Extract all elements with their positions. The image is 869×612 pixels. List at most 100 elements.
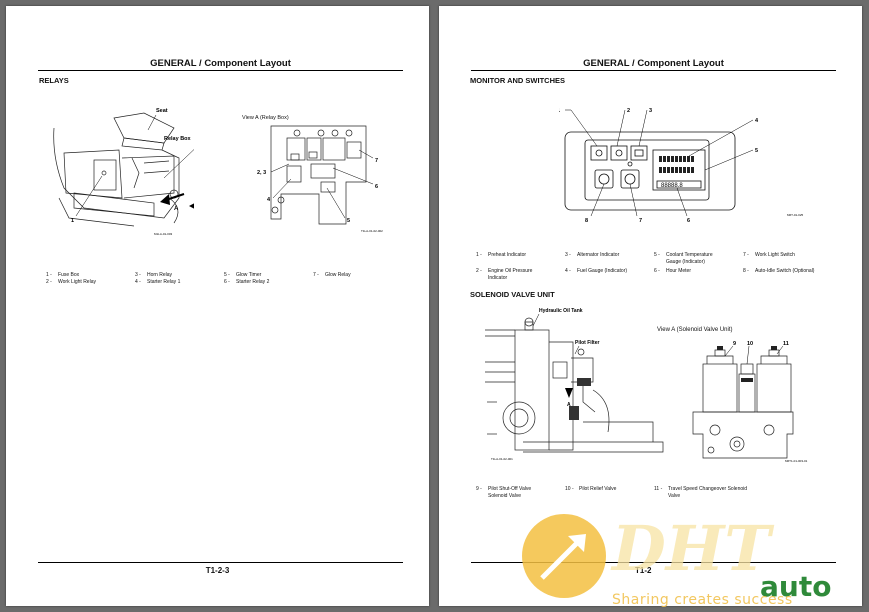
pilot-filter-label: Pilot Filter — [575, 340, 600, 346]
right-page-header: GENERAL / Component Layout — [583, 58, 724, 69]
legend-text: Travel Speed Changeover Solenoid Valve — [668, 486, 748, 499]
legend-number: 10 - — [565, 486, 574, 492]
legend-text: Preheat Indicator — [488, 252, 527, 258]
view-arrow-icon — [189, 203, 194, 209]
legend-number: 8 - — [743, 268, 749, 274]
right-footer-rule — [471, 562, 836, 563]
watermark-logo-text: DHT — [612, 512, 771, 585]
legend-number: 2 - — [46, 279, 52, 285]
legend-text: Engine Oil Pressure Indicator — [488, 268, 533, 281]
legend-text: Pilot Relief Valve — [579, 486, 617, 492]
figure-code-2: T1LA-01-02-002 — [361, 229, 383, 233]
tank-label: Hydraulic Oil Tank — [539, 308, 583, 314]
legend-text: Alternator Indicator — [577, 252, 620, 258]
legend-text: Glow Timer — [236, 272, 262, 278]
solenoid-valve-figure: 9 10 11 M6T1-01-003-01 — [692, 341, 808, 463]
legend-number: 9 - — [476, 486, 482, 492]
legend-text: Starter Relay 2 — [236, 279, 270, 285]
solenoid-legend: 9 - Pilot Shut-Off Valve Solenoid Valve 1… — [476, 486, 836, 500]
left-page-header: GENERAL / Component Layout — [150, 58, 291, 69]
relay-box-label: Relay Box — [164, 136, 192, 142]
legend-row: 1 -Fuse Box 3 -Horn Relay 5 -Glow Timer … — [46, 272, 406, 279]
relays-legend: 1 -Fuse Box 3 -Horn Relay 5 -Glow Timer … — [46, 272, 406, 286]
watermark-logo-icon — [522, 514, 606, 598]
legend-text: Hour Meter — [666, 268, 692, 274]
arrow-icon — [160, 194, 170, 205]
left-header-rule — [38, 70, 403, 71]
right-page-number: T1-2 — [635, 566, 652, 575]
view-arrow-icon — [565, 388, 573, 398]
legend-number: 1 - — [476, 252, 482, 258]
view-a-solenoid-label: View A (Solenoid Valve Unit) — [657, 327, 733, 333]
legend-text: Glow Relay — [325, 272, 351, 278]
view-a-arrow: A — [160, 193, 185, 212]
callout-9: 9 — [733, 341, 736, 347]
arrow-a-label: A — [567, 402, 571, 408]
relay-box-view-figure: 2, 3 4 5 6 7 T1LA-01-02-002 — [257, 125, 383, 233]
callout-2: 2 — [627, 108, 630, 114]
tank-figure-code: T1LA-01-02-001 — [491, 457, 513, 461]
legend-row: 9 - Pilot Shut-Off Valve Solenoid Valve 1… — [476, 486, 836, 500]
callout-10: 10 — [747, 341, 753, 347]
legend-text: Fuel Gauge (Indicator) — [577, 268, 628, 274]
callout-8: 8 — [585, 218, 588, 224]
legend-number: 6 - — [654, 268, 660, 274]
hour-meter-display: 88888.8 — [661, 183, 683, 189]
legend-row: 2 - Engine Oil Pressure Indicator 4 - Fuel… — [476, 268, 836, 282]
watermark-slogan: Sharing creates success — [612, 592, 793, 608]
legend-number: 3 - — [135, 272, 141, 278]
legend-text: Coolant Temperature Gauge (Indicator) — [666, 252, 713, 265]
callout-3: 3 — [649, 108, 652, 114]
relays-section-title: RELAYS — [39, 76, 69, 85]
callout-7: 7 — [375, 158, 378, 164]
legend-text: Pilot Shut-Off Valve Solenoid Valve — [488, 486, 532, 499]
callout-4: 4 — [755, 118, 759, 124]
legend-number: 2 - — [476, 268, 482, 274]
view-a-relay-box-label: View A (Relay Box) — [242, 115, 289, 121]
watermark-brand: auto — [760, 570, 832, 603]
callout-1: 1 — [71, 218, 74, 224]
legend-row: 1 - Preheat Indicator 3 - Alternator Indic… — [476, 252, 836, 266]
callout-7: 7 — [639, 218, 642, 224]
callout-6: 6 — [375, 184, 378, 190]
left-footer-rule — [38, 562, 403, 563]
callout-5: 5 — [755, 148, 758, 154]
callout-5: 5 — [347, 218, 350, 224]
legend-number: 4 - — [565, 268, 571, 274]
callout-1: 1 — [559, 108, 560, 114]
hydraulic-tank-figure: Hydraulic Oil Tank Pilot Filter A T1LA-0… — [485, 308, 664, 461]
legend-number: 7 - — [313, 272, 319, 278]
monitor-legend: 1 - Preheat Indicator 3 - Alternator Indic… — [476, 252, 836, 282]
legend-number: 5 - — [224, 272, 230, 278]
right-page: GENERAL / Component Layout MONITOR AND S… — [439, 6, 862, 606]
legend-number: 1 - — [46, 272, 52, 278]
legend-number: 7 - — [743, 252, 749, 258]
legend-number: 6 - — [224, 279, 230, 285]
legend-text: Auto-Idle Switch (Optional) — [755, 268, 815, 274]
legend-number: 4 - — [135, 279, 141, 285]
valve-figure-code: M6T1-01-003-01 — [785, 459, 808, 463]
monitor-section-title: MONITOR AND SWITCHES — [470, 76, 565, 85]
solenoid-section-title: SOLENOID VALVE UNIT — [470, 290, 555, 299]
seat-label: Seat — [156, 108, 168, 114]
callout-11: 11 — [783, 341, 789, 347]
left-page-number: T1-2-3 — [205, 566, 230, 575]
arrow-a-text: A — [174, 206, 179, 212]
relay-box-location-figure: Seat Relay Box 1 A M1LA-01-003 — [53, 108, 194, 236]
figure-code-1: M1LA-01-003 — [154, 232, 173, 236]
legend-text: Horn Relay — [147, 272, 173, 278]
legend-row: 2 - Work Light Relay 4 - Starter Relay 1 6… — [46, 279, 406, 286]
legend-text: Work Light Relay — [58, 279, 96, 285]
left-page: GENERAL / Component Layout RELAYS Seat R… — [6, 6, 429, 606]
legend-text: Work Light Switch — [755, 252, 795, 258]
legend-text: Fuse Box — [58, 272, 80, 278]
callout-6: 6 — [687, 218, 690, 224]
monitor-figure: 88888.8 1 2 3 4 5 6 7 8 M6T-01-025 — [559, 108, 804, 224]
callout-2-3: 2, 3 — [257, 170, 266, 176]
callout-4: 4 — [267, 197, 271, 203]
legend-number: 11 - — [654, 486, 663, 492]
legend-text: Starter Relay 1 — [147, 279, 181, 285]
legend-number: 5 - — [654, 252, 660, 258]
legend-number: 3 - — [565, 252, 571, 258]
monitor-figure-code: M6T-01-025 — [787, 213, 804, 217]
